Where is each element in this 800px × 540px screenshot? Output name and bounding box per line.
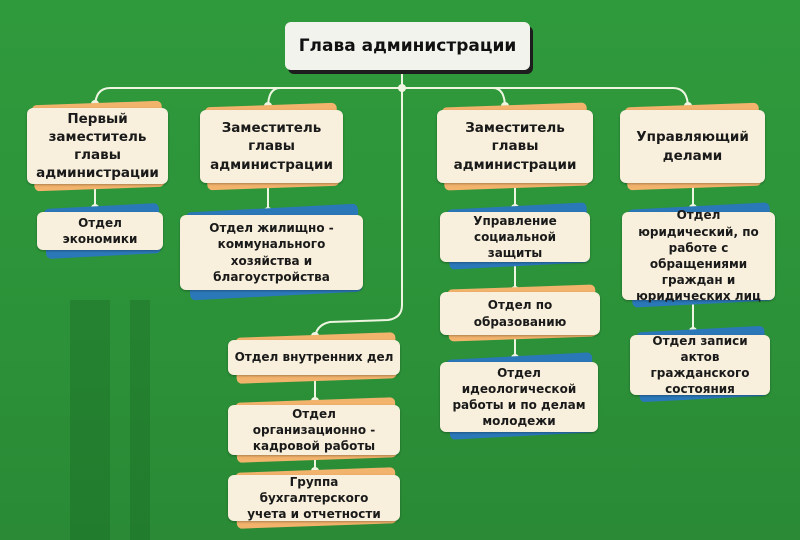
dept-registry: Отдел записи актов гражданского состояни… <box>630 333 770 397</box>
dept-housing: Отдел жилищно - коммунального хозяйства … <box>180 215 363 290</box>
deputy-label: Заместитель главы администрации <box>210 120 333 173</box>
dept-label: Отдел идеологической работы и по делам м… <box>452 365 586 429</box>
dept-label: Отдел организационно - кадровой работы <box>252 406 376 454</box>
deputy-box-second: Заместитель главы администрации <box>200 110 343 183</box>
deputy-label: Первый заместитель главы администрации <box>36 110 159 182</box>
dept-accounting: Группа бухгалтерского учета и отчетности <box>228 475 400 521</box>
dept-label: Отдел по образованию <box>473 298 567 329</box>
background-stripe <box>130 300 150 540</box>
deputy-box-fourth: Управляющий делами <box>620 110 765 183</box>
head-of-administration-box: Глава администрации <box>285 22 530 70</box>
dept-social: Управление социальной защиты <box>440 212 590 262</box>
dept-label: Отдел юридический, по работе с обращения… <box>636 208 761 304</box>
deputy-box-first: Первый заместитель главы администрации <box>27 108 168 184</box>
dept-label: Управление социальной защиты <box>473 213 557 261</box>
dept-ideology: Отдел идеологической работы и по делам м… <box>440 362 598 432</box>
head-label: Глава администрации <box>298 36 517 56</box>
dept-education: Отдел по образованию <box>440 292 600 335</box>
dept-label: Отдел внутренних дел <box>234 350 394 365</box>
background-stripe <box>70 300 110 540</box>
dept-label: Отдел экономики <box>62 215 138 246</box>
dept-economy: Отдел экономики <box>37 212 163 250</box>
dept-personnel: Отдел организационно - кадровой работы <box>228 405 400 455</box>
dept-label: Отдел записи актов гражданского состояни… <box>650 333 750 397</box>
deputy-label: Заместитель главы администрации <box>453 120 577 173</box>
deputy-box-third: Заместитель главы администрации <box>437 110 593 183</box>
dept-legal: Отдел юридический, по работе с обращения… <box>622 208 775 303</box>
dept-label: Группа бухгалтерского учета и отчетности <box>247 474 381 522</box>
deputy-label: Управляющий делами <box>636 129 749 164</box>
dept-label: Отдел жилищно - коммунального хозяйства … <box>209 221 334 284</box>
dept-internal-affairs: Отдел внутренних дел <box>228 340 400 375</box>
